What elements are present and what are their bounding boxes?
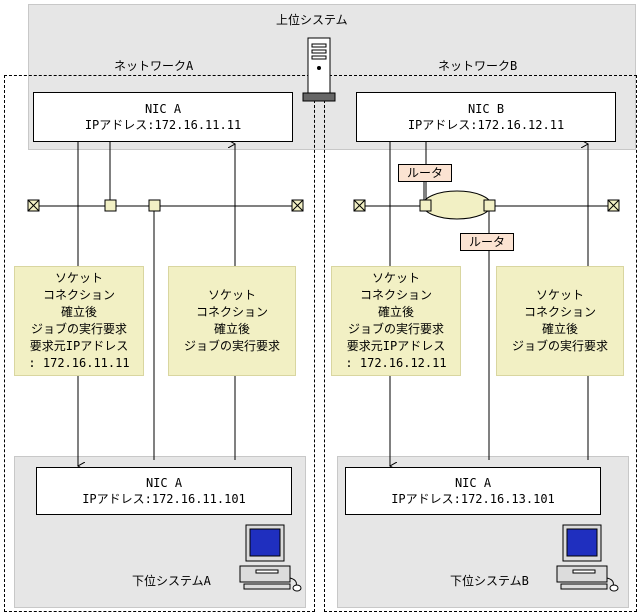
lower-system-b-title: 下位システムB bbox=[450, 574, 529, 588]
connection-node bbox=[104, 199, 117, 212]
network-b-boundary bbox=[324, 75, 637, 612]
note-a-left: ソケット コネクション 確立後 ジョブの実行要求 要求元IPアドレス : 172… bbox=[14, 266, 144, 376]
note-b-right: ソケット コネクション 確立後 ジョブの実行要求 bbox=[496, 266, 624, 376]
note-a-right: ソケット コネクション 確立後 ジョブの実行要求 bbox=[168, 266, 296, 376]
server-tower-icon bbox=[302, 37, 336, 102]
upper-nic-b-box: NIC B IPアドレス:172.16.12.11 bbox=[356, 92, 616, 142]
lower-system-a-title: 下位システムA bbox=[132, 574, 211, 588]
connection-node bbox=[148, 199, 161, 212]
lower-nic-a-box: NIC A IPアドレス:172.16.11.101 bbox=[36, 467, 292, 515]
nic-name: NIC A bbox=[454, 476, 492, 490]
network-a-label: ネットワークA bbox=[114, 59, 194, 73]
terminator-icon bbox=[607, 199, 620, 212]
nic-ip: IPアドレス:172.16.11.11 bbox=[84, 118, 242, 132]
nic-name: NIC A bbox=[145, 476, 183, 490]
router-top: ルータ bbox=[398, 164, 452, 182]
router-bottom: ルータ bbox=[460, 233, 514, 251]
desktop-computer-icon bbox=[239, 524, 302, 592]
terminator-icon bbox=[27, 199, 40, 212]
upper-nic-a-box: NIC A IPアドレス:172.16.11.11 bbox=[33, 92, 293, 142]
connection-node bbox=[419, 199, 432, 212]
nic-name: NIC A bbox=[144, 102, 182, 116]
nic-name: NIC B bbox=[467, 102, 505, 116]
terminator-icon bbox=[291, 199, 304, 212]
terminator-icon bbox=[353, 199, 366, 212]
lower-nic-b-box: NIC A IPアドレス:172.16.13.101 bbox=[345, 467, 601, 515]
note-b-left: ソケット コネクション 確立後 ジョブの実行要求 要求元IPアドレス : 172… bbox=[331, 266, 461, 376]
router-network-cloud bbox=[422, 190, 492, 220]
network-b-label: ネットワークB bbox=[438, 59, 518, 73]
network-a-boundary bbox=[4, 75, 315, 612]
connection-node bbox=[483, 199, 496, 212]
upper-system-title: 上位システム bbox=[276, 13, 348, 27]
desktop-computer-icon bbox=[556, 524, 619, 592]
nic-ip: IPアドレス:172.16.13.101 bbox=[391, 492, 555, 506]
nic-ip: IPアドレス:172.16.11.101 bbox=[82, 492, 246, 506]
nic-ip: IPアドレス:172.16.12.11 bbox=[407, 118, 565, 132]
